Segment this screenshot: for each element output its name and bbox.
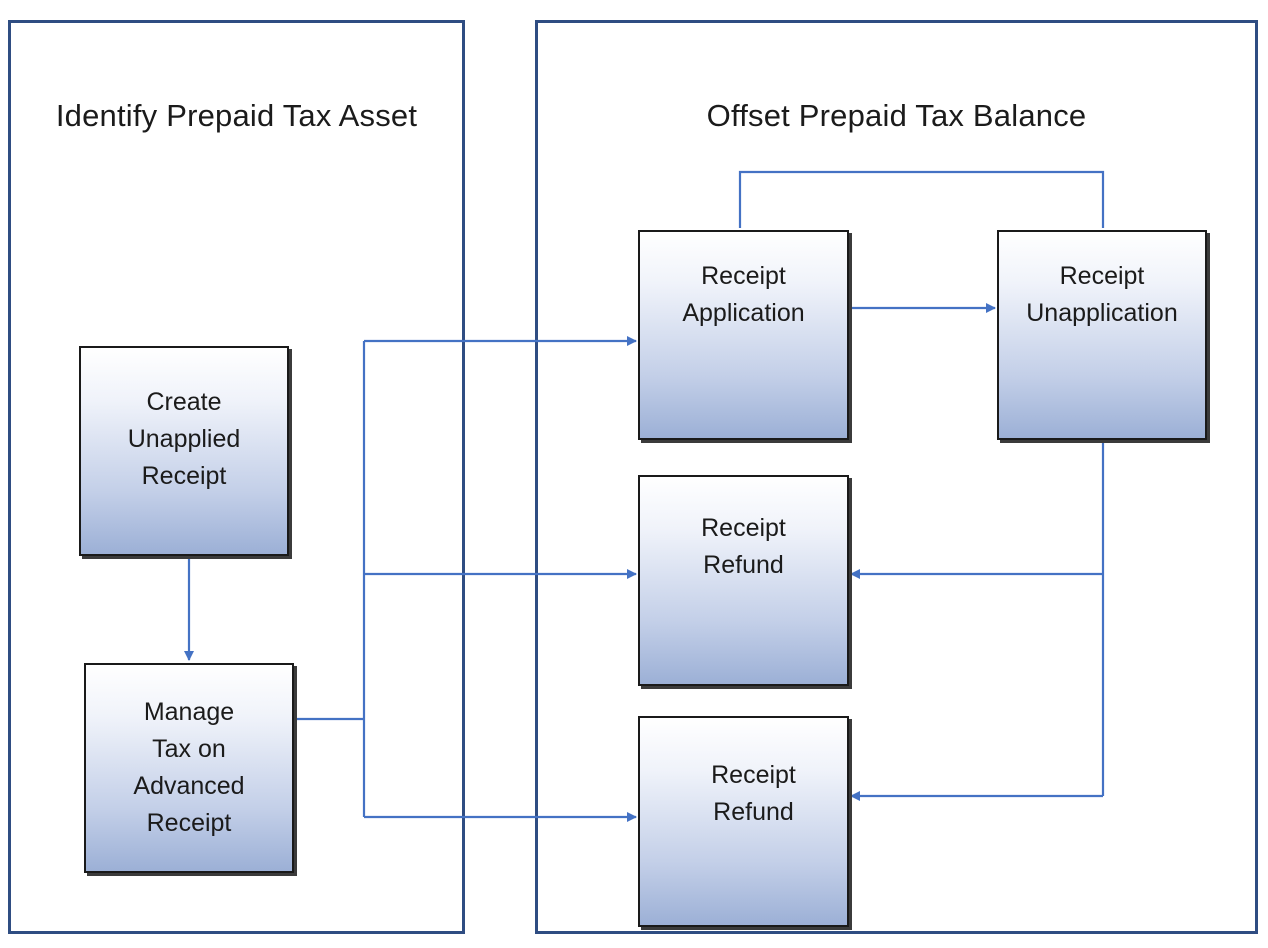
create-unapplied-receipt-box: Create Unapplied Receipt	[79, 346, 289, 556]
panel-title-identify: Identify Prepaid Tax Asset	[55, 98, 418, 133]
receipt-refund-box-1: Receipt Refund	[638, 475, 849, 686]
panel-title-offset: Offset Prepaid Tax Balance	[706, 98, 1087, 133]
receipt-unapplication-box: Receipt Unapplication	[997, 230, 1207, 440]
receipt-refund-label-2: Receipt Refund	[711, 760, 796, 826]
receipt-application-box: Receipt Application	[638, 230, 849, 440]
receipt-refund-box-2: Receipt Refund	[638, 716, 849, 927]
create-unapplied-receipt-label: Create Unapplied Receipt	[127, 387, 241, 490]
receipt-unapplication-label: Receipt Unapplication	[1026, 262, 1178, 327]
receipt-application-label: Receipt Application	[682, 262, 805, 327]
receipt-refund-label-1: Receipt Refund	[701, 513, 786, 579]
manage-tax-on-advanced-receipt-box: Manage Tax on Advanced Receipt	[84, 663, 294, 873]
manage-tax-on-advanced-receipt-label: Manage Tax on Advanced Receipt	[133, 698, 245, 837]
connector-unapplication-loop-back	[738, 170, 1105, 228]
